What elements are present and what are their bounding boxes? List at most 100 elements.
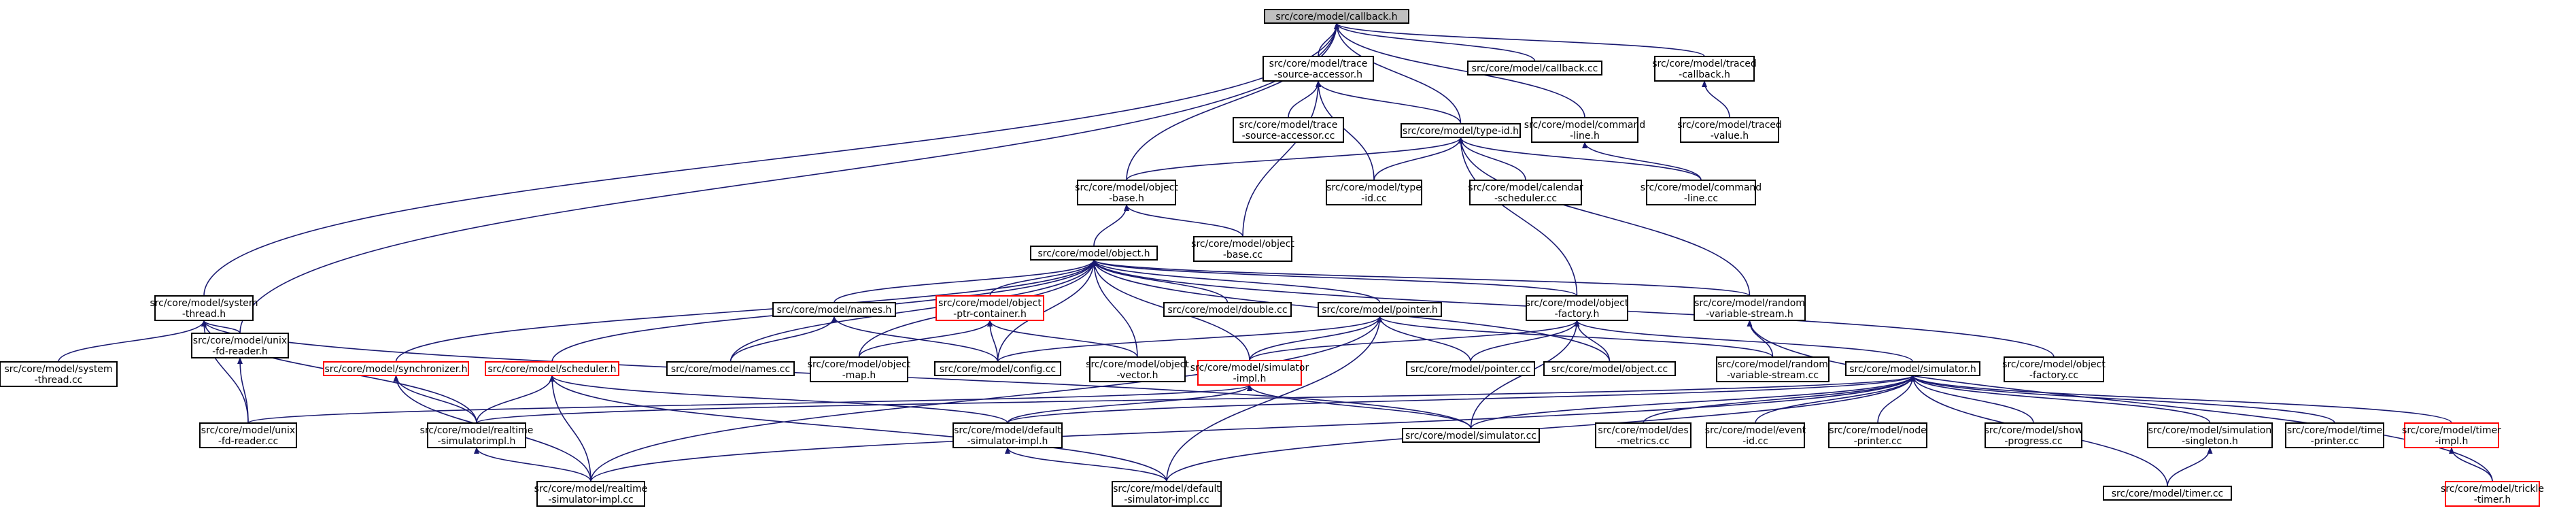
node-pointer_h[interactable]: src/core/model/pointer.h — [1318, 302, 1442, 317]
node-object_ptr_container_h[interactable]: src/core/model/object-ptr-container.h — [935, 295, 1044, 321]
node-object_h[interactable]: src/core/model/object.h — [1030, 246, 1158, 261]
node-box — [2445, 481, 2540, 507]
edge-callback_h-to-command_line_h — [1334, 22, 1585, 118]
edge-object_ptr_container_h-to-object_map_h — [858, 320, 993, 358]
edge-type_id_h-to-type_id_cc — [1373, 137, 1464, 181]
node-command_line_h[interactable]: src/core/model/command-line.h — [1524, 117, 1645, 143]
node-label: src/core/model/simulator.cc — [1405, 431, 1536, 441]
node-label: src/core/model/type — [1326, 182, 1422, 193]
node-label: -simulator-impl.cc — [1124, 495, 1209, 505]
node-config_cc[interactable]: src/core/model/config.cc — [934, 361, 1061, 376]
edge-simulator_h-to-realtime_simulator_impl_cc — [590, 375, 1916, 482]
node-label: -variable-stream.cc — [1727, 370, 1819, 381]
node-synchronizer_h[interactable]: src/core/model/synchronizer.h — [323, 361, 469, 376]
node-command_line_cc[interactable]: src/core/model/command-line.cc — [1641, 180, 1762, 205]
node-trace_source_accessor_h[interactable]: src/core/model/trace-source-accessor.h — [1263, 56, 1374, 82]
node-box — [1406, 361, 1535, 376]
edge-scheduler_h-to-realtime_simulator_impl_cc — [549, 375, 591, 482]
node-box — [1526, 295, 1628, 321]
edge-simulator_h-to-time_printer_cc — [1910, 375, 2335, 424]
node-calendar_scheduler_cc[interactable]: src/core/model/calendar-scheduler.cc — [1468, 180, 1583, 205]
node-label: src/core/model/trace — [1239, 120, 1338, 131]
edge-synchronizer_h-to-realtime_simulator_impl_h — [393, 375, 477, 424]
node-simulator_impl_h[interactable]: src/core/model/simulator-impl.h — [1190, 360, 1309, 386]
node-box — [1163, 302, 1292, 317]
edge-simulator_impl_h-to-default_simulator_impl_h — [1007, 384, 1252, 424]
node-system_thread_h[interactable]: src/core/model/system-thread.h — [150, 295, 258, 321]
node-label: -singleton.h — [2182, 436, 2238, 447]
node-trickle_timer_h[interactable]: src/core/model/trickle-timer.h — [2441, 481, 2544, 507]
node-default_simulator_impl_cc[interactable]: src/core/model/default-simulator-impl.cc — [1112, 481, 1222, 507]
edge-command_line_h-to-command_line_cc — [1582, 141, 1702, 181]
node-label: src/core/model/double.cc — [1167, 305, 1287, 316]
node-time_printer_cc[interactable]: src/core/model/time-printer.cc — [2285, 422, 2384, 448]
edge-pointer_h-to-simulator_impl_h — [1249, 316, 1383, 361]
node-label: src/core/model/unix — [201, 425, 295, 436]
node-label: src/core/model/object — [1086, 359, 1189, 370]
node-box — [2285, 422, 2384, 448]
node-callback_cc[interactable]: src/core/model/callback.cc — [1467, 61, 1602, 76]
node-box — [1469, 180, 1582, 205]
node-names_cc[interactable]: src/core/model/names.cc — [666, 361, 795, 376]
node-label: src/core/model/synchronizer.h — [324, 364, 467, 375]
node-box — [1845, 361, 1980, 376]
node-timer_cc[interactable]: src/core/model/timer.cc — [2103, 486, 2232, 501]
node-des_metrics_cc[interactable]: src/core/model/des-metrics.cc — [1595, 422, 1691, 448]
node-label: src/core/model/default — [1113, 484, 1220, 495]
node-type_id_cc[interactable]: src/core/model/type-id.cc — [1326, 180, 1422, 205]
node-traced_callback_h[interactable]: src/core/model/traced-callback.h — [1652, 56, 1757, 82]
node-simulator_cc[interactable]: src/core/model/simulator.cc — [1402, 428, 1540, 443]
node-random_variable_stream_h[interactable]: src/core/model/random-variable-stream.h — [1694, 295, 1806, 321]
node-scheduler_h[interactable]: src/core/model/scheduler.h — [485, 361, 619, 376]
node-double_cc[interactable]: src/core/model/double.cc — [1163, 302, 1292, 317]
edge-simulator_h-to-show_progress_cc — [1910, 375, 2034, 424]
node-object_vector_h[interactable]: src/core/model/object-vector.h — [1086, 356, 1189, 382]
node-label: src/core/model/scheduler.h — [487, 364, 616, 375]
edge-type_id_h-to-command_line_cc — [1458, 137, 1702, 181]
node-realtime_simulator_impl_cc[interactable]: src/core/model/realtime-simulator-impl.c… — [534, 481, 648, 507]
node-label: -simulator-impl.cc — [548, 495, 633, 505]
node-label: -factory.cc — [2029, 370, 2078, 381]
node-unix_fd_reader_h[interactable]: src/core/model/unix-fd-reader.h — [191, 333, 289, 358]
node-simulation_singleton_h[interactable]: src/core/model/simulation-singleton.h — [2147, 422, 2273, 448]
node-names_h[interactable]: src/core/model/names.h — [772, 302, 896, 317]
node-box — [536, 481, 645, 507]
node-label: src/core/model/simulation — [2148, 425, 2272, 436]
edge-object_base_h-to-object_base_cc — [1124, 204, 1243, 237]
edge-simulator_h-to-node_printer_cc — [1877, 375, 1916, 424]
node-label: -id.cc — [1742, 436, 1768, 447]
edge-object_h-to-random_variable_stream_h — [1091, 259, 1751, 297]
node-default_simulator_impl_h[interactable]: src/core/model/default-simulator-impl.h — [952, 422, 1063, 448]
node-label: src/core/model/des — [1598, 425, 1688, 436]
node-timer_impl_h[interactable]: src/core/model/timer-impl.h — [2402, 422, 2501, 448]
node-type_id_h[interactable]: src/core/model/type-id.h — [1401, 123, 1521, 138]
node-show_progress_cc[interactable]: src/core/model/show-progress.cc — [1985, 422, 2083, 448]
node-box — [1089, 356, 1186, 382]
node-label: -impl.h — [2435, 436, 2469, 447]
node-traced_value_h[interactable]: src/core/model/traced-value.h — [1677, 117, 1782, 143]
node-node_printer_cc[interactable]: src/core/model/node-printer.cc — [1828, 422, 1927, 448]
node-box — [2404, 422, 2499, 448]
node-simulator_h[interactable]: src/core/model/simulator.h — [1845, 361, 1980, 376]
node-callback_h[interactable]: src/core/model/callback.h — [1264, 9, 1409, 24]
node-object_cc[interactable]: src/core/model/object.cc — [1543, 361, 1676, 376]
node-system_thread_cc[interactable]: src/core/model/system-thread.cc — [0, 361, 118, 387]
node-box — [154, 295, 254, 321]
node-unix_fd_reader_cc[interactable]: src/core/model/unix-fd-reader.cc — [199, 422, 297, 448]
node-label: src/core/model/pointer.cc — [1410, 364, 1530, 375]
node-box — [1595, 422, 1691, 448]
node-object_base_h[interactable]: src/core/model/object-base.h — [1075, 180, 1178, 205]
node-label: src/core/model/command — [1641, 182, 1762, 193]
node-trace_source_accessor_cc[interactable]: src/core/model/trace-source-accessor.cc — [1233, 117, 1344, 143]
node-object_factory_h[interactable]: src/core/model/object-factory.h — [1526, 295, 1629, 321]
node-label: src/core/model/object — [2002, 359, 2106, 370]
node-label: src/core/model/object — [1191, 239, 1294, 250]
node-object_map_h[interactable]: src/core/model/object-map.h — [808, 356, 911, 382]
node-pointer_cc[interactable]: src/core/model/pointer.cc — [1406, 361, 1535, 376]
node-object_factory_cc[interactable]: src/core/model/object-factory.cc — [2002, 356, 2106, 382]
node-realtime_simulator_impl_h[interactable]: src/core/model/realtime-simulatorimpl.h — [420, 422, 534, 448]
node-random_variable_stream_cc[interactable]: src/core/model/random-variable-stream.cc — [1716, 356, 1830, 382]
node-object_base_cc[interactable]: src/core/model/object-base.cc — [1191, 236, 1294, 262]
node-event_id_cc[interactable]: src/core/model/event-id.cc — [1705, 422, 1806, 448]
node-box — [1193, 236, 1292, 262]
